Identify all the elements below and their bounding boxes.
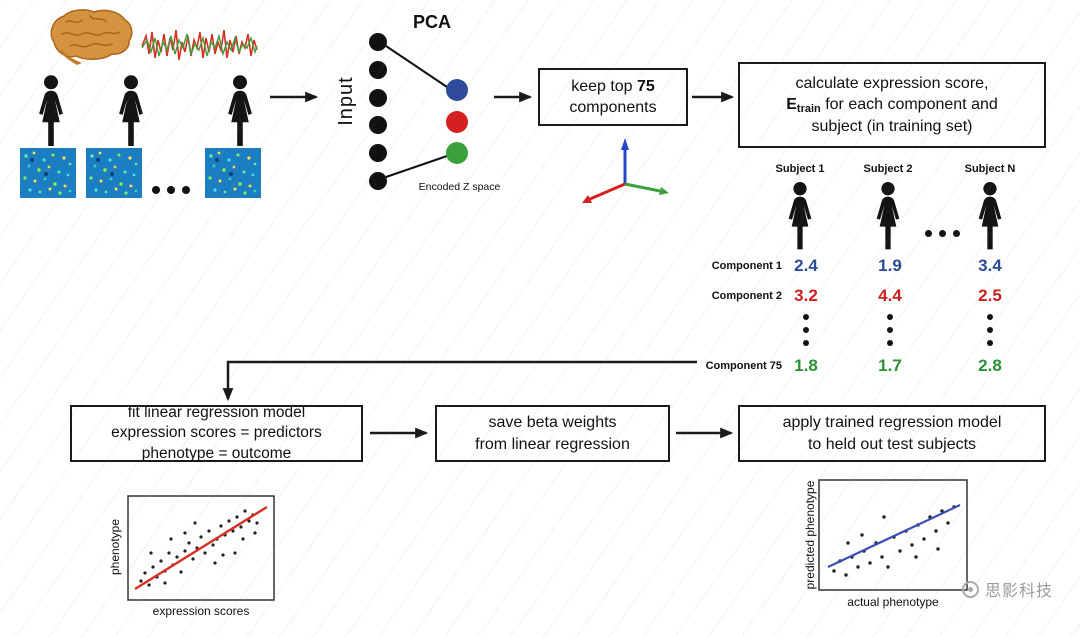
apply-line1: apply trained regression model	[782, 414, 1002, 432]
heatmap-thumbnail	[20, 148, 76, 198]
brain-icon	[50, 9, 133, 65]
fit-line2: expression scores = predictors	[111, 424, 322, 442]
network-edge	[385, 45, 448, 88]
test-regression-line	[827, 504, 961, 568]
person-icon-subject-2	[876, 182, 900, 250]
network-edge	[385, 155, 448, 178]
fit-line1: fit linear regression model	[127, 403, 306, 421]
save-beta-weights-box: save beta weights from linear regression	[435, 405, 670, 462]
encoded-z-space-label: Encoded Z space	[418, 181, 501, 193]
save-line1: save beta weights	[488, 414, 617, 432]
score-c75-sn: 2.8	[978, 356, 1002, 375]
watermark: 思影科技	[962, 577, 1053, 601]
subjects-ellipsis-icon	[925, 230, 960, 237]
fit-line3: phenotype = outcome	[141, 444, 292, 462]
person-icon	[119, 75, 143, 146]
heatmaps-ellipsis-icon	[152, 186, 190, 194]
pca-component-dot-red	[446, 111, 468, 133]
person-icon	[39, 75, 63, 146]
component-75-label: Component 75	[705, 360, 782, 372]
apply-line2: to held out test subjects	[807, 435, 977, 453]
train-xlabel: expression scores	[152, 604, 250, 618]
apply-model-box: apply trained regression model to held o…	[738, 405, 1046, 462]
fit-regression-box: fit linear regression model expression s…	[70, 403, 363, 462]
scatter-plot-test	[818, 479, 968, 591]
vertical-ellipsis-icon	[987, 314, 993, 346]
network-input-nodes	[369, 33, 387, 190]
heatmap-thumbnail	[86, 148, 142, 198]
score-c75-s2: 1.7	[878, 356, 902, 375]
axes-3d-icon	[582, 138, 669, 203]
pca-component-dot-green	[446, 142, 468, 164]
heatmap-thumbnail	[205, 148, 261, 198]
watermark-logo-icon	[962, 580, 979, 598]
subject-1-header: Subject 1	[775, 163, 825, 175]
calc-line2: Etrain for each component and	[786, 95, 998, 115]
score-c1-s2: 1.9	[878, 256, 902, 275]
test-xlabel: actual phenotype	[847, 595, 939, 609]
test-ylabel: predicted phenotype	[803, 480, 817, 590]
pca-component-dot-blue	[446, 79, 468, 101]
keep-top-components-box: keep top 75 components	[538, 68, 688, 126]
input-label: Input	[335, 76, 357, 126]
watermark-text: 思影科技	[985, 583, 1054, 600]
eeg-signal-icon	[141, 29, 258, 61]
person-icon-subject-n	[978, 182, 1002, 250]
train-regression-line	[134, 505, 268, 591]
component-1-label: Component 1	[711, 260, 782, 272]
score-c2-sn: 2.5	[978, 286, 1002, 305]
score-c2-s1: 3.2	[794, 286, 818, 305]
calc-line3: subject (in training set)	[811, 118, 973, 136]
keep-top-line2: components	[569, 99, 657, 116]
flow-arrow-table-to-fit	[222, 360, 697, 402]
vertical-ellipsis-icon	[803, 314, 809, 346]
keep-top-line1: keep top 75	[571, 77, 655, 95]
pca-label: PCA	[412, 12, 451, 32]
subject-2-header: Subject 2	[863, 163, 913, 175]
person-icon-subject-1	[788, 182, 812, 250]
score-c75-s1: 1.8	[794, 356, 818, 375]
score-c1-sn: 3.4	[978, 256, 1002, 275]
component-2-label: Component 2	[711, 290, 782, 302]
person-icon	[228, 75, 252, 146]
save-line2: from linear regression	[475, 435, 630, 453]
train-ylabel: phenotype	[108, 518, 122, 576]
calc-expression-score-box: calculate expression score, Etrain for e…	[738, 62, 1046, 148]
subject-n-header: Subject N	[964, 163, 1016, 175]
calc-line1: calculate expression score,	[795, 74, 989, 92]
vertical-ellipsis-icon	[887, 314, 893, 346]
scatter-plot-train	[127, 495, 275, 601]
score-c2-s2: 4.4	[878, 286, 902, 305]
score-c1-s1: 2.4	[794, 256, 818, 275]
